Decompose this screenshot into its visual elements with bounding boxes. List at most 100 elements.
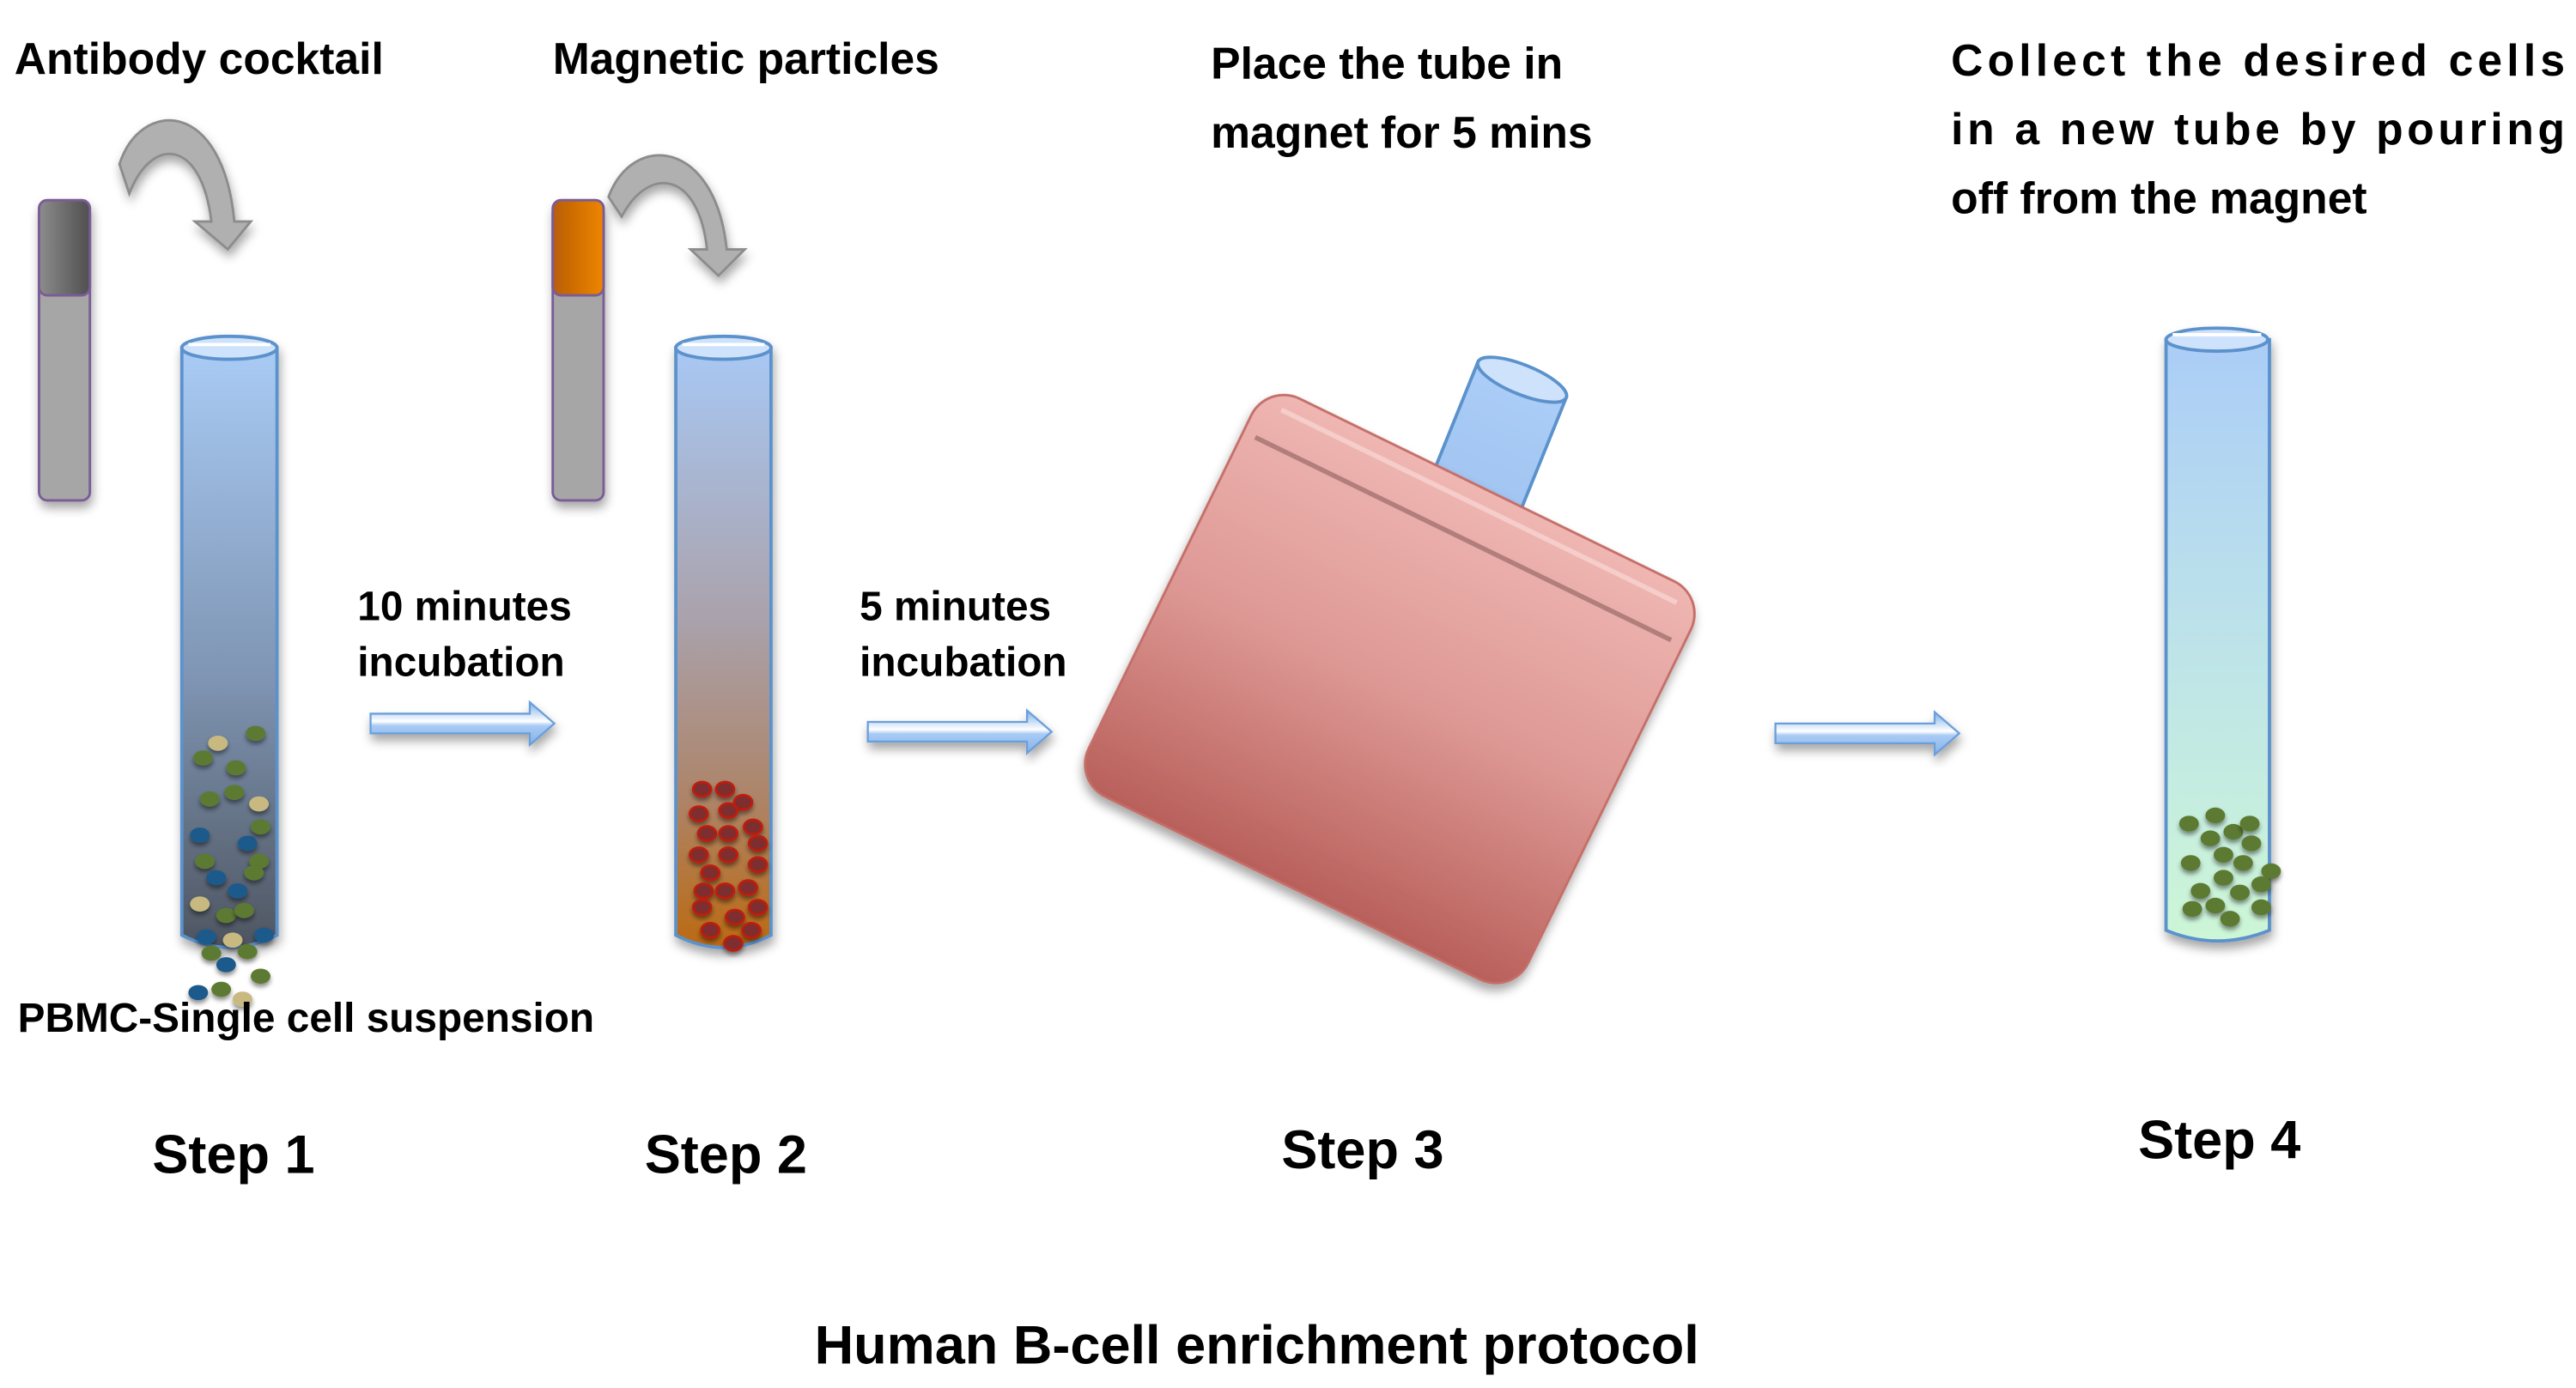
magnetic-labeled-cell (741, 921, 762, 939)
magnetic-labeled-cell (718, 846, 739, 864)
magnetic-labeled-cell (747, 856, 769, 874)
enriched-b-cell (2220, 911, 2240, 927)
cell-green (199, 791, 220, 807)
magnetic-labeled-cell (718, 825, 739, 842)
cell-green (251, 968, 270, 985)
cell-green (244, 865, 264, 881)
enriched-b-cell (2205, 807, 2226, 824)
enriched-b-cell (2178, 815, 2199, 832)
antibody-cap (38, 198, 92, 297)
label-place-tube-line2: magnet for 5 mins (1211, 107, 1592, 157)
label-place-tube-line1: Place the tube in (1211, 39, 1563, 88)
enriched-b-cell (2239, 815, 2260, 832)
enriched-b-cell (2241, 835, 2262, 852)
cell-green (226, 760, 246, 776)
label-incubation-5: 5 minutes incubation (860, 584, 1066, 685)
cell-beige (208, 736, 228, 751)
cell-blue (188, 985, 209, 1001)
magnetic-labeled-cell (700, 921, 721, 939)
magnetic-labeled-cell (691, 899, 713, 916)
step-3-label: Step 3 (1281, 1120, 1443, 1180)
label-antibody-cocktail: Antibody cocktail (15, 33, 384, 83)
magnetic-labeled-cell (747, 834, 769, 852)
magnetic-labeled-cell (725, 908, 745, 926)
step1-cells (188, 725, 274, 1007)
cell-blue (206, 870, 227, 886)
flow-arrow-1 (369, 700, 556, 748)
cell-blue (190, 827, 210, 843)
enriched-b-cell (2214, 870, 2233, 886)
magnetic-labeled-cell (723, 935, 744, 952)
antibody-reagent-tube (38, 198, 92, 502)
step-1-label: Step 1 (152, 1125, 314, 1185)
label-incubation-10-line1: 10 minutes (357, 584, 572, 629)
cell-green (251, 819, 270, 835)
step-4-label: Step 4 (2138, 1110, 2300, 1170)
cell-green (224, 785, 245, 800)
label-magnetic-particles: Magnetic particles (553, 33, 939, 83)
magnetic-labeled-cell (693, 882, 714, 900)
enriched-b-cell (2251, 876, 2271, 893)
magnetic-labeled-cell (700, 864, 721, 882)
step4-tube (2164, 326, 2271, 943)
cell-blue (253, 927, 274, 943)
curved-arrow-icon (607, 154, 748, 278)
cell-green (249, 853, 270, 870)
cell-blue (196, 929, 216, 945)
label-incubation-5-line2: incubation (860, 639, 1066, 685)
cell-blue (216, 957, 236, 973)
magnetic-labeled-cell (688, 805, 709, 822)
label-place-tube: Place the tube in magnet for 5 mins (1211, 39, 1592, 157)
label-pbmc: PBMC-Single cell suspension (18, 996, 595, 1041)
cell-beige (222, 932, 243, 948)
curved-arrow-icon (118, 118, 254, 252)
cell-blue (228, 883, 248, 899)
cell-beige (233, 991, 252, 1007)
label-incubation-10-line2: incubation (357, 639, 564, 685)
magnetic-labeled-cell (732, 793, 754, 811)
magnetic-labeled-cell (718, 802, 739, 819)
cell-green (216, 907, 236, 924)
enriched-b-cell (2180, 855, 2201, 871)
enriched-b-cell (2230, 884, 2251, 900)
step3-magnet-assembly (1084, 355, 1696, 985)
enriched-b-cell (2205, 897, 2226, 914)
enriched-b-cell (2233, 855, 2253, 871)
label-collect-line2: in a new tube by pouring (1951, 104, 2565, 154)
enriched-b-cell (2251, 899, 2271, 916)
magnet-block (1084, 393, 1696, 985)
enriched-b-cell (2190, 882, 2211, 900)
cell-green (234, 903, 254, 918)
magnetic-labeled-cell (696, 825, 718, 842)
magnetic-labeled-cell (738, 879, 759, 896)
magnetic-labeled-cell (714, 780, 736, 798)
magnetic-labeled-cell (688, 846, 709, 864)
step4-cells (2178, 807, 2281, 927)
label-incubation-5-line1: 5 minutes (860, 584, 1051, 629)
flow-arrow-3 (1774, 710, 1961, 757)
label-collect-line3: off from the magnet (1951, 173, 2366, 222)
label-collect-line1: Collect the desired cells (1951, 35, 2565, 85)
step-2-label: Step 2 (645, 1125, 807, 1185)
magnetic-labeled-cell (743, 818, 763, 836)
label-incubation-10: 10 minutes incubation (357, 584, 583, 685)
cell-green (201, 945, 222, 961)
label-collect-cells: Collect the desired cells in a new tube … (1951, 35, 2576, 223)
cell-green (193, 750, 214, 766)
cell-beige (249, 796, 270, 812)
cell-blue (237, 835, 258, 852)
cell-green (246, 725, 266, 742)
magnetic-reagent-tube (551, 198, 605, 502)
enriched-b-cell (2200, 830, 2221, 846)
flow-arrow-2 (866, 708, 1054, 755)
cell-green (211, 981, 232, 997)
figure-title: Human B-cell enrichment protocol (815, 1315, 1699, 1375)
magnetic-labeled-cell (691, 780, 713, 798)
step2-cells (688, 780, 769, 952)
enriched-b-cell (2182, 900, 2202, 918)
magnetic-labeled-cell (714, 882, 736, 900)
magnetic-labeled-cell (747, 899, 769, 916)
enriched-b-cell (2261, 863, 2281, 880)
